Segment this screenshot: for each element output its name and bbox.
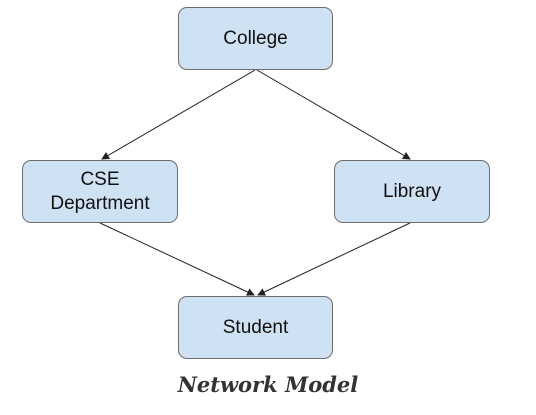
node-cse-label-line2: Department (50, 192, 150, 214)
node-library: Library (334, 160, 490, 223)
node-student-label: Student (222, 316, 289, 338)
node-cse-department: CSE Department (22, 160, 178, 223)
edge-college-to-cse (101, 69, 256, 160)
edge-college-to-library (256, 69, 411, 160)
node-cse-label-line1: CSE (80, 168, 120, 190)
node-college: College (178, 7, 333, 70)
node-library-label: Library (382, 180, 442, 202)
node-student: Student (178, 296, 333, 359)
diagram-caption: Network Model (177, 372, 359, 397)
node-cse-label: CSE Department (50, 168, 149, 216)
node-college-label: College (223, 27, 288, 49)
edge-library-to-student (257, 222, 411, 296)
edge-cse-to-student (99, 222, 255, 296)
